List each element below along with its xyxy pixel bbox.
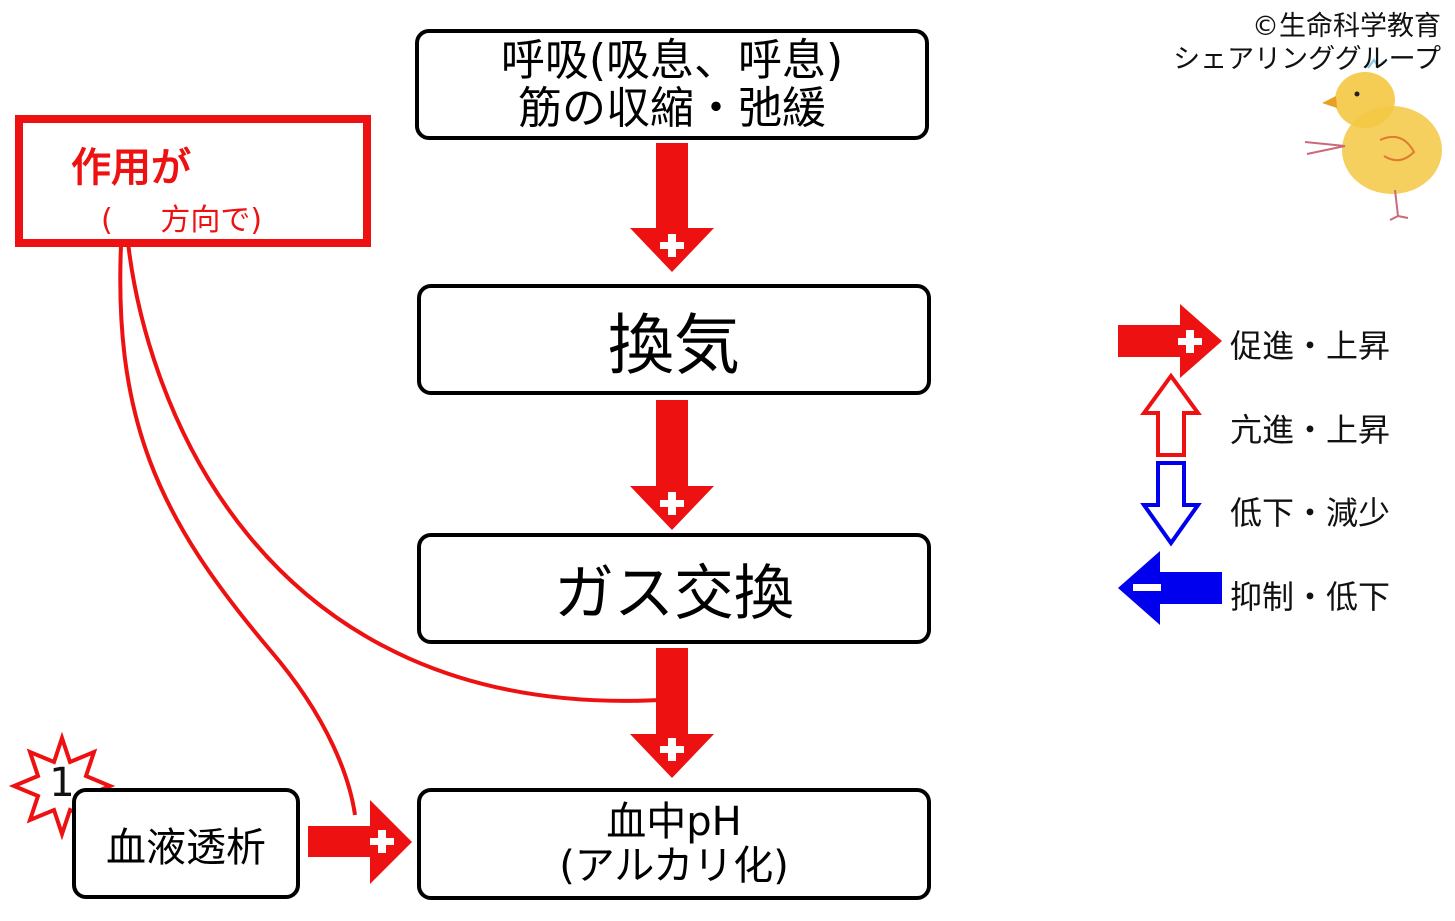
plus-arrow-right-dialysis <box>308 800 412 884</box>
ventilation-box: 換気 <box>417 284 931 395</box>
copyright-line1: ©生命科学教育 <box>1252 11 1441 42</box>
plus-arrow-down-1 <box>630 143 714 272</box>
plus-arrow-down-3 <box>630 648 714 778</box>
ventilation-label: 換気 <box>608 306 740 384</box>
gas-exchange-box: ガス交換 <box>417 533 931 644</box>
gas-exchange-label: ガス交換 <box>554 559 794 629</box>
legend-hollow-arrow-up-icon <box>1140 372 1202 457</box>
respiration-line1: 呼吸(吸息、呼息) <box>500 34 844 86</box>
dialysis-box: 血液透析 <box>72 788 300 899</box>
action-direction-box: 作用が ( 方向で) <box>15 115 371 247</box>
action-subtitle: ( 方向で) <box>101 203 263 238</box>
legend-minus-arrow-left-icon <box>1118 551 1222 625</box>
legend-label-promote: 促進・上昇 <box>1230 327 1391 365</box>
copyright-line2: シェアリンググループ <box>1173 44 1441 75</box>
feedback-curve-to-dialysis-arrow <box>118 225 357 816</box>
legend-label-inhibit: 抑制・低下 <box>1230 578 1391 616</box>
blood-ph-box: 血中pH (アルカリ化) <box>417 788 931 900</box>
dialysis-label: 血液透析 <box>106 824 266 871</box>
legend-hollow-arrow-down-icon <box>1140 461 1202 547</box>
feedback-curve-to-ph-arrow <box>124 221 661 703</box>
blood-ph-line2: (アルカリ化) <box>559 843 789 889</box>
burst-number: 1 <box>49 760 75 806</box>
blood-ph-line1: 血中pH <box>606 799 742 845</box>
legend-label-enhance: 亢進・上昇 <box>1230 411 1391 449</box>
copyright-text: ©生命科学教育 シェアリンググループ <box>1173 10 1441 76</box>
legend-label-decrease: 低下・減少 <box>1230 494 1391 532</box>
plus-arrow-down-2 <box>630 400 714 530</box>
legend-plus-arrow-right-icon <box>1118 304 1222 378</box>
respiration-box: 呼吸(吸息、呼息) 筋の収縮・弛緩 <box>415 29 929 140</box>
action-title: 作用が <box>71 145 191 191</box>
respiration-line2: 筋の収縮・弛緩 <box>518 82 826 134</box>
chick-illustration <box>1304 58 1442 221</box>
